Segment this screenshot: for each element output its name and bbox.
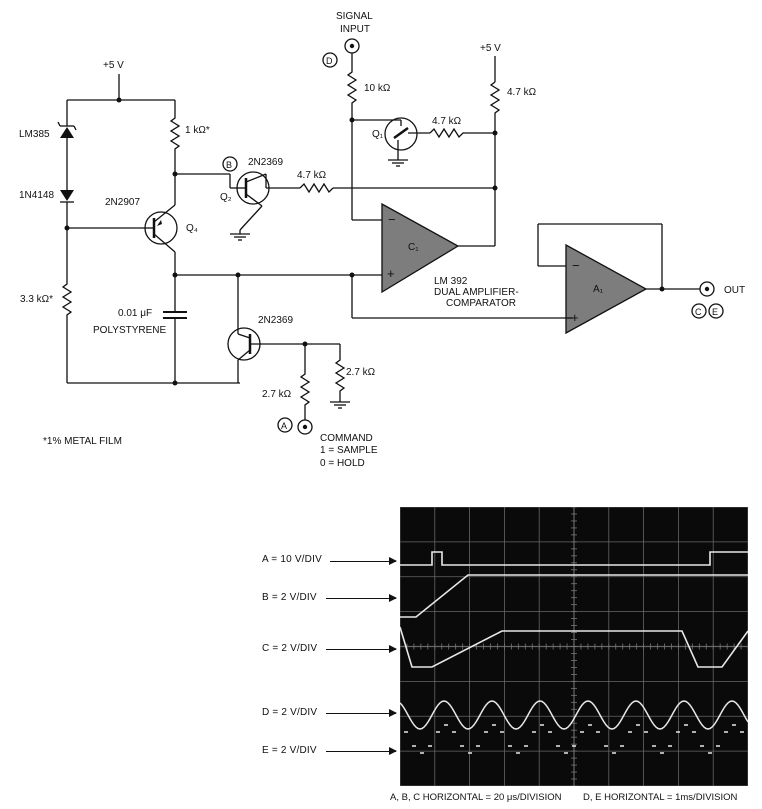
q1-label: Q₁ <box>372 129 384 140</box>
ic-label-1: LM 392 <box>434 276 468 287</box>
q1-4k7-resistor <box>429 127 495 139</box>
a1-plus: + <box>571 310 579 325</box>
q2-4k7-resistor <box>299 182 334 194</box>
lm385-label: LM385 <box>19 129 50 140</box>
signal-label-2: INPUT <box>340 24 370 35</box>
a1-amplifier <box>565 243 648 335</box>
2k7-base-resistor <box>299 344 311 420</box>
horizontal-scale-de: D, E HORIZONTAL = 1ms/DIVISION <box>583 792 738 803</box>
horizontal-scale-abc: A, B, C HORIZONTAL = 20 μs/DIVISION <box>390 792 562 803</box>
q2-part-label: 2N2369 <box>248 157 283 168</box>
trace-label-d: D = 2 V/DIV <box>262 707 318 718</box>
r-q2-label: 4.7 kΩ <box>297 170 327 181</box>
c1-label: C₁ <box>408 242 419 253</box>
supply-right-label: +5 V <box>480 43 501 54</box>
trace-arrow-b <box>326 594 397 602</box>
command-label: COMMAND <box>320 433 373 444</box>
a1-minus: − <box>572 258 580 273</box>
trace-label-c: C = 2 V/DIV <box>262 643 318 654</box>
1k-resistor <box>169 100 181 200</box>
footnote: *1% METAL FILM <box>43 436 122 447</box>
signal-label-1: SIGNAL <box>336 11 373 22</box>
cap-type-label: POLYSTYRENE <box>93 325 166 336</box>
node-b-marker: B <box>226 160 232 170</box>
c1-minus: − <box>388 212 396 227</box>
r-27k-a-label: 2.7 kΩ <box>262 389 292 400</box>
trace-label-e: E = 2 V/DIV <box>262 745 317 756</box>
lm385-reference-diode <box>57 100 77 190</box>
hold-capacitor <box>163 300 187 383</box>
schematic-diagram: +5 V LM385 1N4148 3.3 kΩ* 1 kΩ* 2N2907 Q <box>19 11 745 469</box>
trace-label-b: B = 2 V/DIV <box>262 592 317 603</box>
scope-graticule <box>400 507 748 786</box>
r-27k-b-label: 2.7 kΩ <box>346 367 376 378</box>
r-q1-label: 4.7 kΩ <box>432 116 462 127</box>
switch-transistor <box>227 275 305 383</box>
sw-part-label: 2N2369 <box>258 315 293 326</box>
q2-label: Q₂ <box>220 192 232 203</box>
1k-label: 1 kΩ* <box>185 125 210 136</box>
trace-label-a: A = 10 V/DIV <box>262 554 322 565</box>
q4-label: Q₄ <box>186 223 198 234</box>
a1-label: A₁ <box>593 284 604 295</box>
supply-left-label: +5 V <box>103 60 124 71</box>
c1-plus: + <box>387 266 395 281</box>
command-hold: 0 = HOLD <box>320 458 365 469</box>
r-10k-label: 10 kΩ <box>364 83 391 94</box>
trace-arrow-d <box>326 709 397 717</box>
out-label: OUT <box>724 285 745 296</box>
pullup-4k7-resistor <box>489 81 501 246</box>
q4-part-label: 2N2907 <box>105 197 140 208</box>
3k3-resistor <box>61 280 73 383</box>
ic-label-2: DUAL AMPLIFIER- <box>434 287 519 298</box>
q2-transistor <box>229 171 270 241</box>
trace-a <box>400 551 748 566</box>
1n4148-diode <box>60 190 74 280</box>
2k7-pulldown-resistor <box>334 344 346 402</box>
trace-arrow-e <box>326 747 397 755</box>
node-a-marker: A <box>281 421 287 431</box>
trace-b <box>400 574 748 618</box>
trace-c <box>400 626 748 668</box>
trace-d <box>400 700 748 730</box>
q1-transistor <box>384 117 430 167</box>
10k-resistor <box>346 53 358 220</box>
1n4148-label: 1N4148 <box>19 190 54 201</box>
trace-e <box>404 724 744 754</box>
node-c-marker: C <box>695 307 702 317</box>
cap-value-label: 0.01 μF <box>118 308 152 319</box>
oscilloscope-screen <box>400 507 748 786</box>
node-e-marker: E <box>712 307 718 317</box>
trace-arrow-a <box>330 557 397 565</box>
q4-transistor <box>140 200 178 300</box>
c1-comparator <box>381 202 460 294</box>
node-d-marker: D <box>326 56 333 66</box>
3k3-label: 3.3 kΩ* <box>20 294 53 305</box>
trace-arrow-c <box>326 645 397 653</box>
ic-label-3: COMPARATOR <box>446 298 516 309</box>
r-pullup-label: 4.7 kΩ <box>507 87 537 98</box>
command-sample: 1 = SAMPLE <box>320 445 378 456</box>
